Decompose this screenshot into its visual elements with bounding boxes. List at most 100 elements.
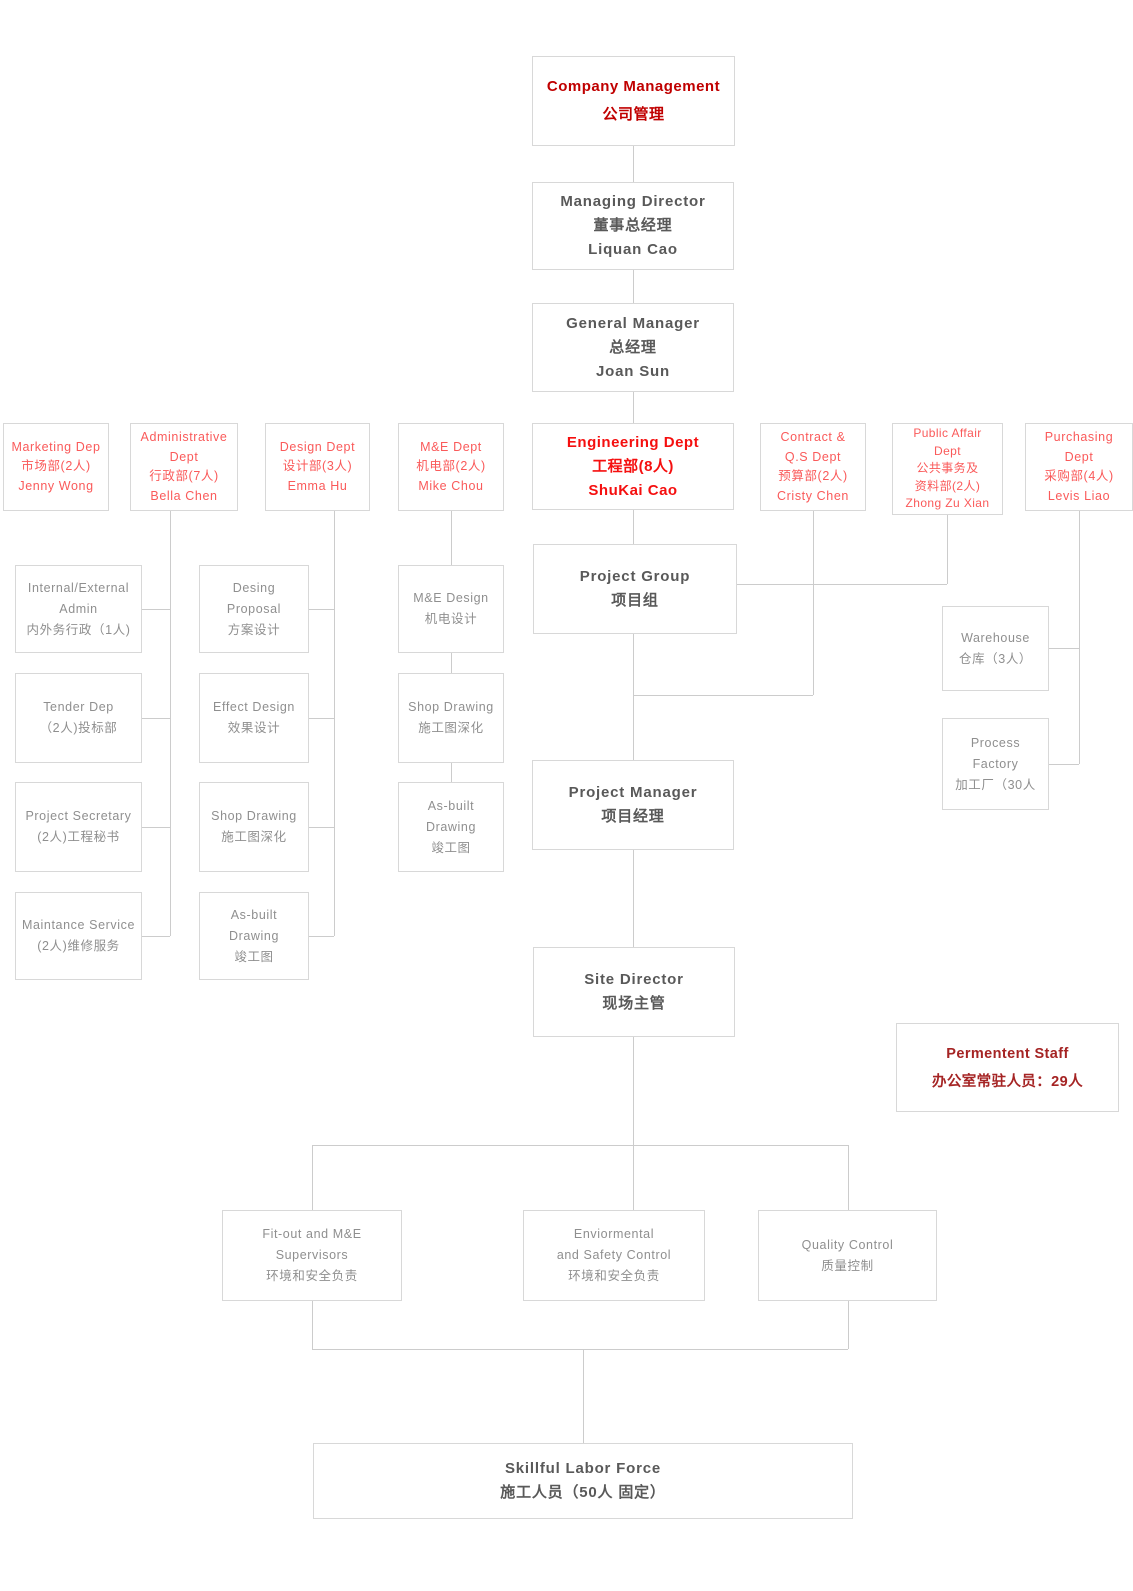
connector-line [1049,648,1079,649]
me-design-label: 机电设计 [424,612,478,626]
connector-line [312,1145,313,1210]
connector-line [583,1349,584,1443]
connector-line [334,511,335,936]
as-built-drawing-me-label: As-built [427,798,475,813]
general-manager-box: General Manager 总经理 Joan Sun [532,303,734,392]
fitout-me-supervisors-label: Fit-out and M&E [262,1227,362,1241]
connector-line [813,511,814,695]
connector-line [1049,764,1079,765]
connector-line [633,510,634,544]
enviormental-safety-control-label: Enviormental [573,1227,655,1241]
as-built-drawing-me-label: 竣工图 [431,840,471,855]
engineering-dept-label: 工程部(8人) [592,457,674,475]
quality-control-label: Quality Control [801,1237,894,1252]
project-secretary-box: Project Secretary(2人)工程秘书 [15,782,142,872]
company-management-label: 公司管理 [602,106,665,123]
connector-line [309,718,334,719]
connector-line [451,763,452,782]
project-manager-label: Project Manager [568,784,698,801]
connector-line [947,515,948,584]
process-factory-label: Factory [972,756,1019,771]
connector-line [633,392,634,423]
connector-line [633,634,634,760]
permentent-staff-box: Permentent Staff 办公室常驻人员：29人 [896,1023,1119,1112]
connector-line [633,695,813,696]
connector-line [737,584,947,585]
connector-line [633,270,634,303]
engineering-dept-label: Engineering Dept [566,433,700,451]
warehouse-label: Warehouse [961,630,1030,645]
public-affair-dept-label: Public Affair [913,426,982,441]
administrative-dept-label: Dept [169,449,199,464]
connector-line [142,718,170,719]
shop-drawing-design-label: Shop Drawing [211,809,297,823]
marketing-dep-label: Marketing Dep [11,439,101,454]
connector-line [309,827,334,828]
general-manager-label: 总经理 [609,338,657,356]
process-factory-label: Process [970,735,1021,750]
skillful-labor-force-label: 施工人员（50人 固定） [500,1484,666,1501]
connector-line [142,827,170,828]
connector-line [1079,511,1080,764]
administrative-dept-label: Administrative [140,430,228,444]
shop-drawing-me-label: 施工图深化 [418,721,484,735]
project-manager-label: 项目经理 [601,808,665,825]
maintance-service-box: Maintance Service(2人)维修服务 [15,892,142,980]
contract-qs-dept-label: Q.S Dept [784,449,842,464]
general-manager-label: General Manager [566,314,700,332]
purchasing-dept-label: Levis Liao [1047,488,1111,503]
connector-line [170,511,171,936]
connector-line [142,609,170,610]
marketing-dep-label: 市场部(2人) [21,459,91,474]
skillful-labor-force-label: Skillful Labor Force [504,1460,662,1477]
purchasing-dept-label: Dept [1064,449,1094,464]
contract-qs-dept-label: Contract & [780,430,846,444]
connector-line [451,653,452,673]
connector-line [309,936,334,937]
tender-dep-label: Tender Dep [43,700,114,714]
process-factory-label: 加工厂（30人 [955,777,1036,792]
connector-line [309,609,334,610]
desing-proposal-label: 方案设计 [227,622,281,637]
internal-external-admin-label: 内外务行政（1人) [26,622,131,637]
managing-director-label: 董事总经理 [593,217,673,234]
skillful-labor-force-box: Skillful Labor Force 施工人员（50人 固定） [313,1443,853,1519]
general-manager-label: Joan Sun [596,362,670,380]
connector-line [312,1301,313,1349]
permentent-staff-label: 办公室常驻人员：29人 [931,1073,1084,1090]
me-dept-label: M&E Dept [420,439,482,454]
site-director-label: 现场主管 [602,995,666,1012]
site-director-box: Site Director 现场主管 [533,947,735,1037]
administrative-dept-label: Bella Chen [150,488,218,503]
tender-dep-box: Tender Dep（2人)投标部 [15,673,142,763]
permentent-staff-label: Permentent Staff [946,1045,1069,1062]
connector-line [848,1145,849,1210]
design-dept-label: 设计部(3人) [282,459,353,474]
desing-proposal-label: Proposal [226,601,282,616]
site-director-label: Site Director [584,971,684,988]
contract-qs-dept-label: Cristy Chen [777,488,849,503]
me-design-label: M&E Design [413,591,489,605]
managing-director-label: Managing Director [560,193,706,210]
desing-proposal-label: Desing [232,580,276,595]
as-built-drawing-me-label: Drawing [425,819,477,834]
enviormental-safety-control-label: and Safety Control [556,1248,672,1262]
maintance-service-label: (2人)维修服务 [37,939,120,953]
me-dept-label: 机电部(2人) [416,459,486,474]
me-design-box: M&E Design 机电设计 [398,565,504,653]
